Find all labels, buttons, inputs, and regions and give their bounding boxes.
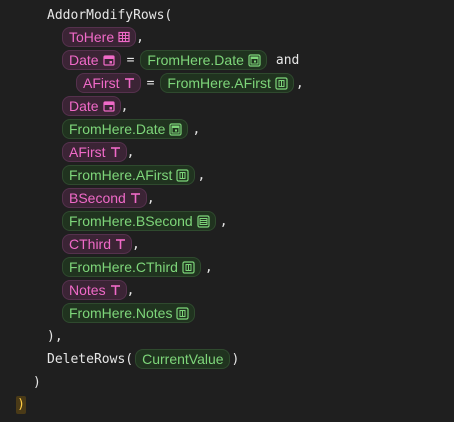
text-type-icon [124,77,135,89]
code-line: AFirst , [62,141,134,163]
column-icon [182,260,195,274]
text-type-icon [110,146,121,158]
token-label: CurrentValue [142,351,224,367]
comma: , [126,282,135,298]
comma: , [197,167,206,183]
comma: , [204,259,213,275]
code-line: Notes , [62,279,134,301]
calendar-icon [102,54,115,66]
equals-operator: = [146,75,155,91]
comma: , [126,144,135,160]
code-line: DeleteRows( CurrentValue ) [47,348,239,370]
token-label: BSecond [69,190,126,206]
token-date[interactable]: Date [62,50,121,70]
function-deleterows: DeleteRows( [47,351,134,367]
token-label: FromHere.Date [69,121,166,137]
token-bsecond[interactable]: BSecond [62,188,147,208]
column-icon [275,76,288,90]
code-line: FromHere.CThird , [62,256,213,278]
function-addormodifyrows: AddorModifyRows( [47,7,173,23]
token-label: ToHere [69,29,115,45]
text-type-icon [130,192,141,204]
token-label: Date [69,52,99,68]
comma: , [192,121,201,137]
token-label: FromHere.Date [147,52,244,68]
token-label: FromHere.BSecond [69,213,193,229]
code-line: FromHere.BSecond , [62,210,228,232]
code-line: AddorModifyRows( [47,4,172,26]
column-icon [197,214,210,228]
token-fromhere-date[interactable]: FromHere.Date [140,50,267,70]
code-line: FromHere.Date , [62,118,200,140]
token-tohere[interactable]: ToHere [62,27,137,47]
calendar-icon [169,122,183,136]
code-line: Date , [62,95,128,117]
code-line: BSecond , [62,187,155,209]
code-line: ToHere , [62,26,144,48]
token-fromhere-afirst[interactable]: FromHere.AFirst [160,73,294,93]
equals-operator: = [126,52,135,68]
code-line: AFirst = FromHere.AFirst , [76,72,304,94]
code-line: FromHere.AFirst , [62,164,205,186]
token-date[interactable]: Date [62,96,121,116]
token-fromhere-afirst[interactable]: FromHere.AFirst [62,165,196,185]
token-label: AFirst [69,144,106,160]
table-icon [118,31,130,43]
outer-close-paren: ) [33,374,41,390]
code-line: ) [16,394,26,416]
token-fromhere-notes[interactable]: FromHere.Notes [62,303,196,323]
text-type-icon [115,238,126,250]
code-line: CThird , [62,233,140,255]
close-paren-comma: ), [47,328,63,344]
column-icon [176,168,190,182]
comma: , [136,29,144,45]
token-label: FromHere.AFirst [167,75,271,91]
comma: , [146,190,155,206]
matched-bracket[interactable]: ) [16,396,26,414]
code-line: Date = FromHere.Date and [62,49,299,71]
token-cthird[interactable]: CThird [62,234,133,254]
token-label: Notes [69,282,106,298]
code-line: FromHere.Notes [62,302,196,324]
close-paren: ) [231,351,240,367]
calendar-icon [248,53,261,67]
calendar-icon [102,100,115,112]
text-type-icon [110,284,121,296]
token-fromhere-bsecond[interactable]: FromHere.BSecond [62,211,216,231]
token-afirst[interactable]: AFirst [76,73,141,93]
token-label: AFirst [83,75,120,91]
token-currentvalue[interactable]: CurrentValue [135,349,230,369]
code-line: ), [47,325,63,347]
token-label: FromHere.CThird [69,259,178,275]
and-operator: and [275,52,300,68]
token-afirst[interactable]: AFirst [62,142,127,162]
token-label: FromHere.Notes [69,305,173,321]
token-fromhere-date[interactable]: FromHere.Date [62,119,189,139]
column-icon [176,306,190,320]
token-notes[interactable]: Notes [62,280,127,300]
code-line: ) [33,371,41,393]
token-fromhere-cthird[interactable]: FromHere.CThird [62,257,201,277]
comma: , [295,75,304,91]
token-label: CThird [69,236,112,252]
comma: , [120,98,129,114]
comma: , [132,236,140,252]
comma: , [219,213,228,229]
token-label: Date [69,98,99,114]
token-label: FromHere.AFirst [69,167,173,183]
